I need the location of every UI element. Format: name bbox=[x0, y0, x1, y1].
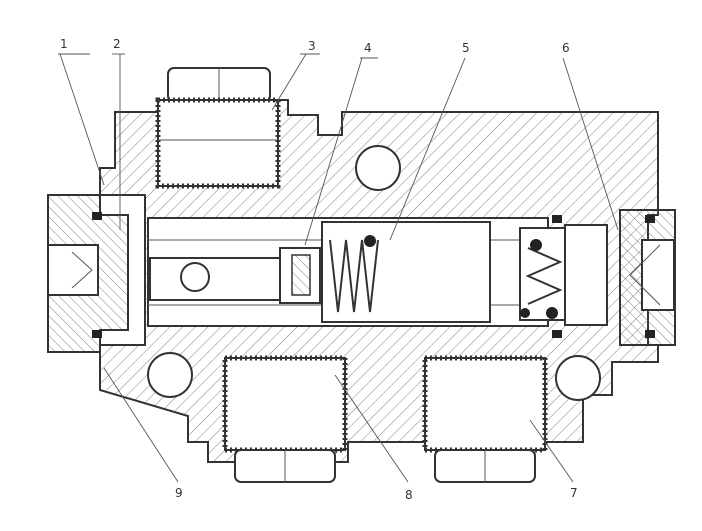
right-spring-chamber bbox=[519, 227, 566, 321]
spring-left bbox=[329, 239, 379, 313]
poppet-orifice bbox=[180, 262, 210, 292]
cross-drilling-upper bbox=[355, 145, 401, 191]
bottom-port-plug-left bbox=[224, 357, 346, 451]
top-port-plug-body bbox=[157, 99, 279, 187]
callout-1: 1 bbox=[60, 37, 68, 51]
callout-7: 7 bbox=[570, 486, 578, 500]
callout-5: 5 bbox=[462, 41, 470, 55]
callout-9: 9 bbox=[175, 486, 183, 500]
poppet-stem bbox=[149, 257, 281, 301]
cross-drilling-right bbox=[555, 355, 601, 401]
callout-8: 8 bbox=[405, 488, 413, 502]
right-cap-plug bbox=[641, 239, 675, 311]
callout-3: 3 bbox=[308, 39, 316, 53]
cross-drilling-left bbox=[147, 352, 193, 398]
spring-right bbox=[525, 247, 563, 305]
callout-2: 2 bbox=[113, 37, 121, 51]
callout-6: 6 bbox=[562, 41, 570, 55]
bottom-port-plug-right bbox=[424, 357, 546, 451]
right-spring-cap bbox=[564, 224, 608, 326]
callout-4: 4 bbox=[364, 41, 372, 55]
